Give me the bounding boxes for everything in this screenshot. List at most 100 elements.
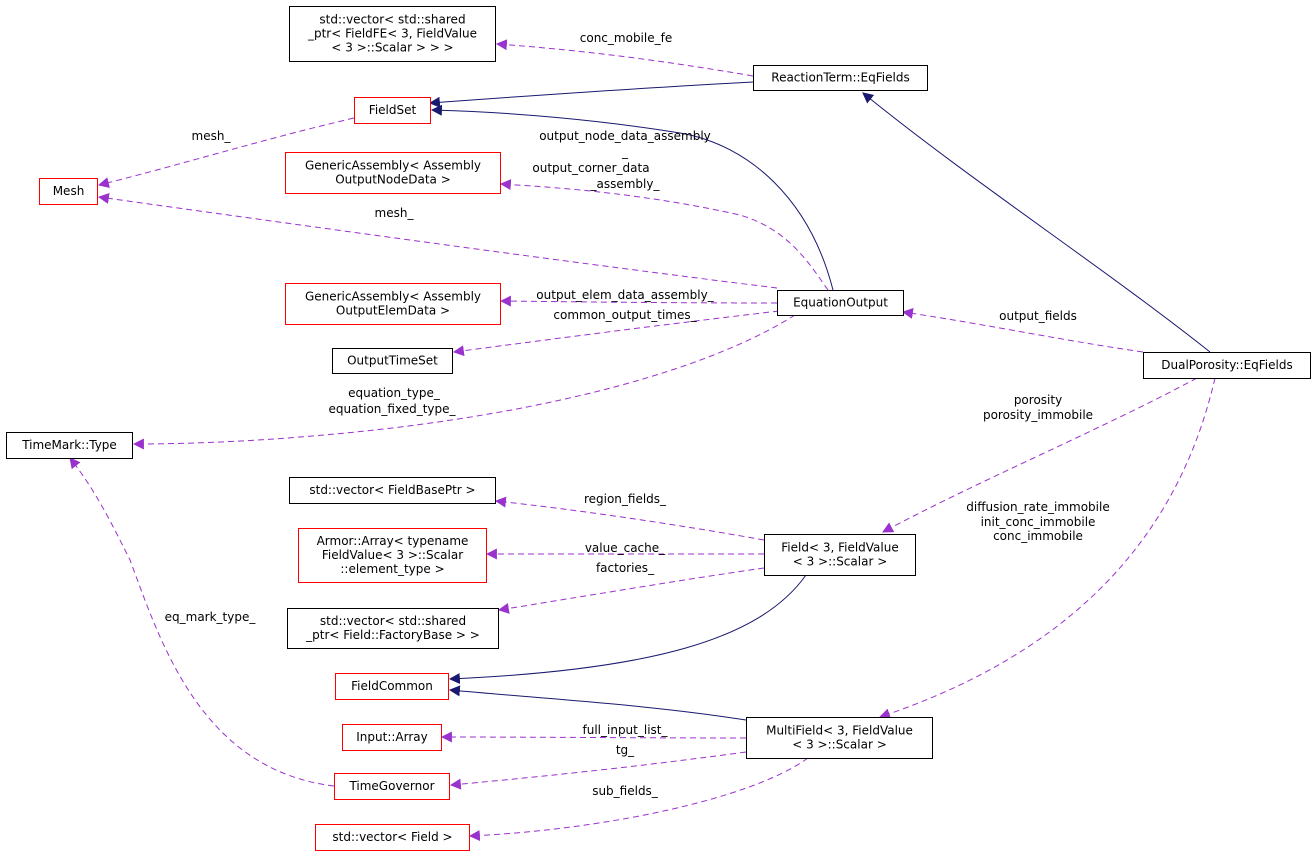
edge-label: porosity_immobile [983,408,1093,422]
node-std-vector-factorybase[interactable]: std::vector< std::shared_ptr< Field::Fac… [287,608,499,649]
edges-layer [69,39,1216,842]
node-box [298,528,487,583]
node-box [334,773,450,800]
edge-label: factories_ [596,561,655,575]
node-box [335,673,449,700]
edge-e8-usage [499,295,778,307]
edge-e2-inheritance [428,81,754,108]
edge-label: full_input_list_ [583,723,669,737]
edge-e17-inheritance [448,574,807,685]
edge-e22-usage [468,757,809,842]
node-label: FieldSet [369,103,417,117]
node-input-array[interactable]: Input::Array [342,724,442,751]
node-box [753,65,928,91]
node-label: FieldValue< 3 >::Scalar [322,548,463,562]
node-equationoutput[interactable]: EquationOutput [777,290,904,316]
nodes-layer: std::vector< std::shared_ptr< FieldFE< 3… [6,6,1311,851]
node-label: std::vector< std::shared [320,614,466,628]
edge-label: mesh_ [375,206,415,220]
node-label: EquationOutput [793,296,888,310]
node-label: GenericAssembly< Assembly [305,290,481,304]
edge-e12-usage [882,377,1198,533]
edge-e20-usage [440,731,747,743]
edge-e16-usage [497,567,765,614]
node-timegovernor[interactable]: TimeGovernor [334,773,450,800]
node-box [289,477,496,504]
edge-e13-usage [878,377,1216,720]
edge-e9-usage [452,310,780,357]
node-label: _ptr< Field::FactoryBase > > [305,628,480,642]
node-label: Mesh [53,184,85,198]
edge-label: sub_fields_ [592,784,659,798]
node-label: DualPorosity::EqFields [1161,358,1292,372]
node-label: GenericAssembly< Assembly [305,159,481,173]
edge-e19-usage [69,457,335,787]
edge-label: _assembly_ [590,177,661,191]
edge-e10-usage [132,314,796,450]
edge-label: output_fields [999,309,1077,323]
node-label: FieldCommon [351,679,433,693]
edge-e21-usage [449,751,747,790]
edge-label: mesh_ [192,129,232,143]
node-label: MultiField< 3, FieldValue [766,724,913,738]
node-genericassembly-nodedata[interactable]: GenericAssembly< AssemblyOutputNodeData … [285,152,501,194]
edge-label: init_conc_immobile [981,515,1096,529]
edge-e5-usage [97,192,778,289]
node-label: Input::Array [356,730,427,744]
edge-label: conc_immobile [993,529,1083,543]
edge-label: eq_mark_type_ [165,610,257,624]
node-timemark-type[interactable]: TimeMark::Type [6,432,133,459]
node-std-vector-field[interactable]: std::vector< Field > [315,824,470,851]
edge-e6-usage [499,179,829,291]
node-box [354,97,431,124]
edge-label: porosity [1014,393,1062,407]
node-fieldset[interactable]: FieldSet [354,97,431,124]
node-std-vector-fieldbaseptr[interactable]: std::vector< FieldBasePtr > [289,477,496,504]
node-genericassembly-elemdata[interactable]: GenericAssembly< AssemblyOutputElemData … [285,283,501,325]
edge-label: output_node_data_assembly [539,129,711,143]
node-box [39,178,98,205]
node-label: < 3 >::Scalar > [792,738,887,752]
node-label: < 3 >::Scalar > [793,555,888,569]
node-label: _ptr< FieldFE< 3, FieldValue [307,27,477,41]
edge-e3-inheritance [862,92,1211,353]
node-box [285,283,501,325]
node-box [777,290,904,316]
node-label: < 3 >::Scalar > > > [331,41,453,55]
node-box [746,717,933,759]
node-box [1143,352,1311,379]
node-label: Armor::Array< typename [317,534,469,548]
edge-label: conc_mobile_fe [580,31,672,45]
node-mesh[interactable]: Mesh [39,178,98,205]
node-box [342,724,442,751]
node-reactionterm-eqfields[interactable]: ReactionTerm::EqFields [753,65,928,91]
node-std-vector-shared-fieldfe[interactable]: std::vector< std::shared_ptr< FieldFE< 3… [289,6,496,62]
node-multifield-scalar[interactable]: MultiField< 3, FieldValue< 3 >::Scalar > [746,717,933,759]
node-fieldcommon[interactable]: FieldCommon [335,673,449,700]
node-label: Field< 3, FieldValue [781,541,898,555]
node-dualporosity-eqfields[interactable]: DualPorosity::EqFields [1143,352,1311,379]
edge-e4-usage [97,117,355,188]
node-box [315,824,470,851]
edge-e7-inheritance [430,104,834,291]
node-label: ::element_type > [340,562,444,576]
edge-label: diffusion_rate_immobile [966,500,1109,514]
edge-label: equation_fixed_type_ [328,402,456,416]
labels-layer: conc_mobile_fe mesh_ mesh_ output_node_data… [165,31,1110,798]
node-outputtimeset[interactable]: OutputTimeSet [332,348,453,374]
node-label: TimeMark::Type [21,438,117,452]
edge-label: common_output_times_ [553,308,697,322]
node-label: TimeGovernor [348,779,434,793]
edge-label: tg_ [616,743,635,757]
node-box [6,432,133,459]
node-label: std::vector< FieldBasePtr > [309,483,475,497]
node-label: OutputNodeData > [335,173,451,187]
node-label: std::vector< std::shared [319,13,465,27]
node-label: ReactionTerm::EqFields [771,71,909,85]
edge-e1-usage [495,39,754,77]
edge-label: value_cache_ [585,541,666,555]
node-field-scalar[interactable]: Field< 3, FieldValue< 3 >::Scalar > [764,534,916,576]
node-box [287,608,499,649]
